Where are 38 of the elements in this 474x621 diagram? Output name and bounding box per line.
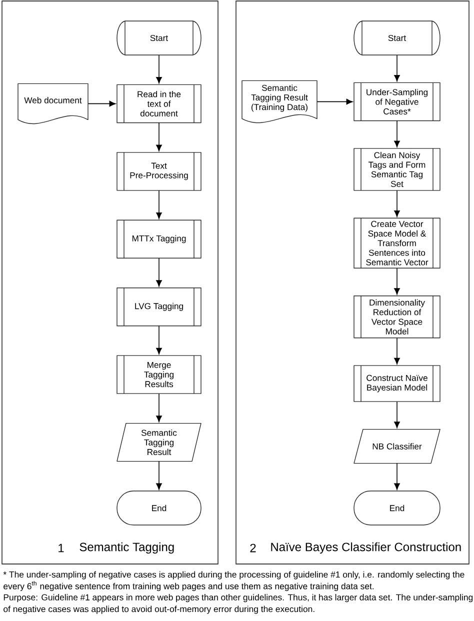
panel-title: Naïve Bayes Classifier Construction <box>271 542 461 554</box>
end-terminator: End <box>354 490 440 526</box>
process-box: Clean Noisy Tags and Form Semantic Tag Set <box>354 148 440 191</box>
arrow <box>156 122 162 152</box>
process-box: Create Vector Space Model & Transform Sentences into Semantic Vector <box>354 218 440 268</box>
arrow <box>156 54 162 84</box>
process-box: Merge Tagging Results <box>116 355 202 394</box>
arrow <box>156 393 162 422</box>
process-box: Dimensionality Reduction of Vector Space Model <box>354 296 440 338</box>
process-box: LVG Tagging <box>116 288 202 326</box>
arrow <box>394 54 400 82</box>
panel-title: Semantic Tagging <box>80 542 174 554</box>
process-box: Text Pre-Processing <box>116 152 202 191</box>
panel-number: 2 <box>250 544 256 552</box>
arrow <box>156 190 162 219</box>
data-parallelogram: Semantic Tagging Result <box>116 422 202 462</box>
arrow <box>88 100 116 107</box>
arrow <box>394 401 400 428</box>
arrow <box>156 461 162 490</box>
arrow <box>394 268 400 295</box>
process-box: Read in the text of document <box>116 84 202 124</box>
footnote-text: Purpose: Guideline #1 appears in more web pages than other guidelines. Thus, it has larger data set. The under-sampling of negative cases was applied to avoid out-of-memory error during the execution. <box>4 594 473 614</box>
end-terminator: End <box>116 490 202 526</box>
start-terminator: Start <box>116 20 202 56</box>
footnote-text: * The under-sampling of negative cases is applied during the processing of guideline #1 only, i.e. randomly selecting the every 6$^{th}$ negative sentence from training web pages and use them as negative training data set. <box>3 571 464 592</box>
arrow <box>394 463 400 490</box>
arrow <box>394 190 400 217</box>
arrow <box>316 98 353 105</box>
process-box: MTTx Tagging <box>116 220 202 258</box>
data-parallelogram: NB Classifier <box>354 428 440 464</box>
process-box: Construct Naïve Bayesian Model <box>354 365 440 402</box>
arrow <box>156 326 162 354</box>
arrow <box>156 258 162 287</box>
start-terminator: Start <box>354 20 440 56</box>
arrow <box>394 338 400 364</box>
panel-number: 1 <box>58 544 64 552</box>
arrow <box>394 120 400 148</box>
process-box: Under-Sampling of Negative Cases* <box>354 82 440 122</box>
